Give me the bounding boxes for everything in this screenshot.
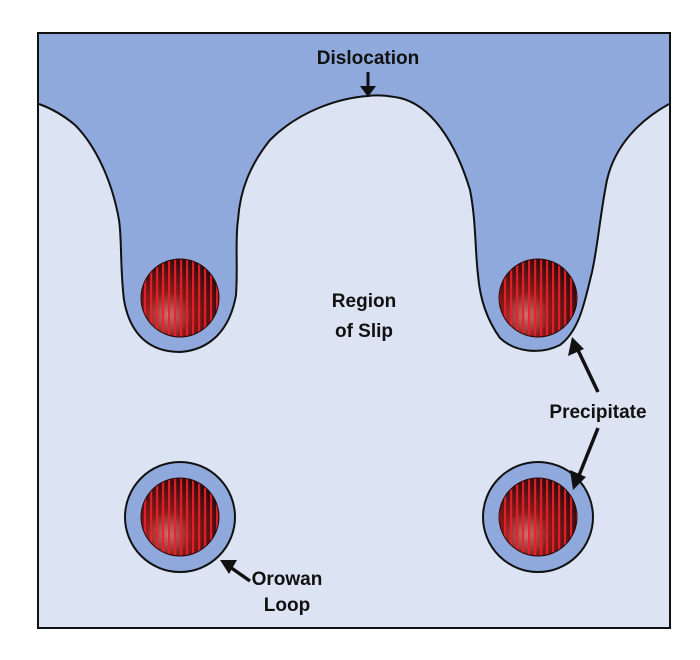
region-of-slip-label-line1: Region: [332, 291, 396, 312]
orowan-loop-label-line1: Orowan: [252, 569, 323, 590]
precipitate-bottom-left: [140, 477, 220, 557]
dislocation-label: Dislocation: [317, 48, 419, 69]
precipitate-label: Precipitate: [549, 402, 646, 423]
arrow-to-dislocation: [360, 72, 376, 97]
arrow-to-precipitate-bottom: [570, 427, 600, 490]
arrow-to-precipitate-top: [568, 337, 600, 393]
precipitate-top-right: [498, 258, 578, 338]
region-of-slip-label-line2: of Slip: [335, 321, 393, 342]
arrow-to-orowan-loop: [220, 560, 252, 583]
orowan-loop-label-line2: Loop: [264, 595, 310, 616]
precipitate-top-left: [140, 258, 220, 338]
precipitate-bottom-right: [498, 477, 578, 557]
